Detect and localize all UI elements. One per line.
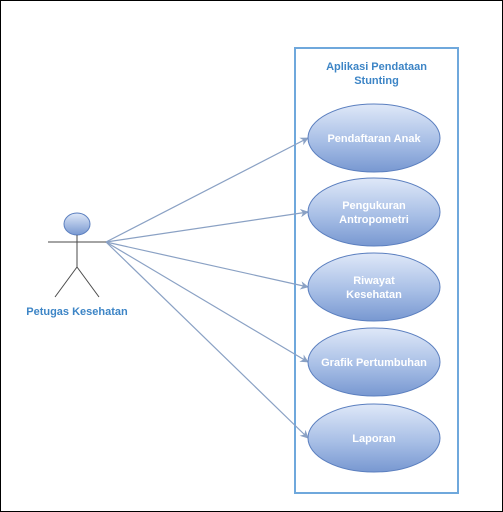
actor-right-leg (76, 266, 100, 298)
usecase-ellipse (307, 103, 441, 173)
associations (105, 137, 309, 439)
usecase-ellipse (307, 252, 441, 322)
actor-petugas-kesehatan[interactable]: Petugas Kesehatan (26, 212, 128, 318)
usecase-label: Pendaftaran Anak (327, 133, 421, 145)
usecase-pendaftaran-anak[interactable]: Pendaftaran Anak (307, 103, 441, 173)
association-pengukuran-antropometri (105, 208, 309, 243)
usecase-label: Pengukuran (342, 200, 406, 212)
usecase-label: Grafik Pertumbuhan (321, 357, 427, 369)
usecase-label: Antropometri (339, 214, 409, 226)
usecase-laporan[interactable]: Laporan (307, 403, 441, 473)
usecase-label: Kesehatan (346, 289, 402, 301)
actor-left-leg (54, 266, 78, 298)
association-pendaftaran-anak (105, 137, 309, 243)
association-riwayat-kesehatan (105, 241, 309, 290)
usecase-ellipse (307, 403, 441, 473)
actor-label: Petugas Kesehatan (26, 306, 128, 318)
system-title-line2: Stunting (354, 75, 399, 87)
usecase-grafik-pertumbuhan[interactable]: Grafik Pertumbuhan (307, 327, 441, 397)
association-grafik-pertumbuhan (105, 241, 309, 363)
usecase-label: Riwayat (353, 275, 395, 287)
usecase-ellipse (307, 177, 441, 247)
use-cases: Pendaftaran AnakPengukuranAntropometriRi… (307, 103, 441, 473)
actor-head (63, 212, 91, 236)
system-title-line1: Aplikasi Pendataan (326, 61, 427, 73)
association-laporan (105, 241, 309, 439)
usecase-label: Laporan (352, 433, 396, 445)
usecase-ellipse (307, 327, 441, 397)
